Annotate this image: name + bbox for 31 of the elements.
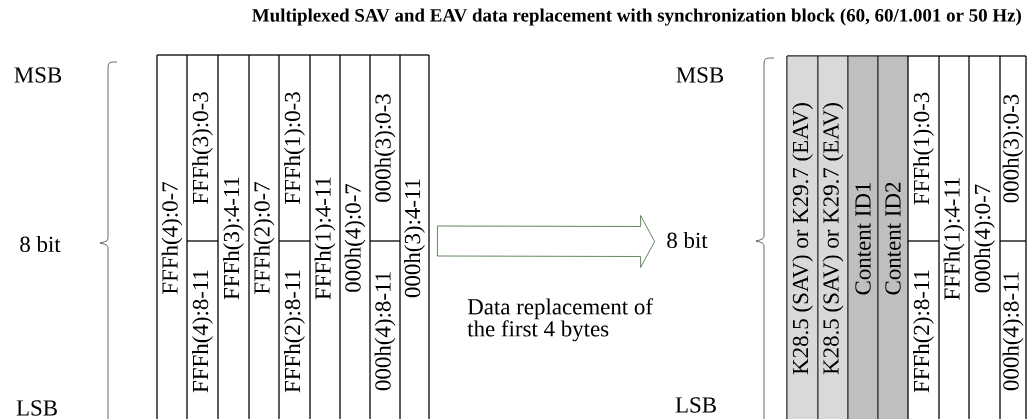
table-cell: FFFh(2):8-11 bbox=[907, 240, 940, 419]
axis-label: 8 bit bbox=[20, 235, 61, 253]
table-cell: 000h(3):0-3 bbox=[999, 55, 1027, 242]
table-cell: 000h(4):0-7 bbox=[968, 55, 1001, 419]
table-cell: FFFh(1):4-11 bbox=[938, 55, 970, 419]
axis-label: LSB bbox=[16, 400, 57, 416]
title: Multiplexed SAV and EAV data replacement with synchronization block (60, 60/1.001 or 50 Hz) bbox=[252, 8, 1021, 26]
table-cell: FFFh(2):8-11 bbox=[278, 240, 311, 419]
table-cell: 000h(4):8-11 bbox=[999, 240, 1027, 419]
table-cell: FFFh(1):0-3 bbox=[907, 55, 940, 242]
table-cell: FFFh(1):4-11 bbox=[309, 54, 341, 419]
axis-label: 8 bit bbox=[667, 231, 708, 249]
table-cell: FFFh(4):8-11 bbox=[186, 240, 219, 419]
table-cell: Content ID1 bbox=[847, 55, 879, 419]
table-cell: 000h(4):0-7 bbox=[339, 54, 371, 419]
table-cell: FFFh(2):0-7 bbox=[248, 54, 280, 419]
table-cell: FFFh(1):0-3 bbox=[278, 54, 311, 242]
table-cell: K28.5 (SAV) or K29.7 (EAV) bbox=[786, 55, 819, 419]
axis-label: LSB bbox=[675, 397, 716, 413]
table-cell: Content ID2 bbox=[877, 55, 909, 419]
table-cell: FFFh(3):0-3 bbox=[186, 54, 219, 242]
axis-label: MSB bbox=[14, 67, 62, 83]
table-cell: FFFh(4):0-7 bbox=[156, 54, 188, 419]
table-cell: K28.5 (SAV) or K29.7 (EAV) bbox=[817, 55, 849, 419]
table-cell: 000h(3):4-11 bbox=[399, 54, 430, 419]
table-cell: 000h(4):8-11 bbox=[369, 240, 401, 419]
table-cell: 000h(3):0-3 bbox=[369, 54, 401, 242]
edge-label: Data replacement of the first 4 bytes bbox=[467, 298, 653, 342]
axis-label: MSB bbox=[676, 67, 724, 83]
table-cell: FFFh(3):4-11 bbox=[217, 54, 250, 419]
block-arrow bbox=[437, 215, 655, 268]
